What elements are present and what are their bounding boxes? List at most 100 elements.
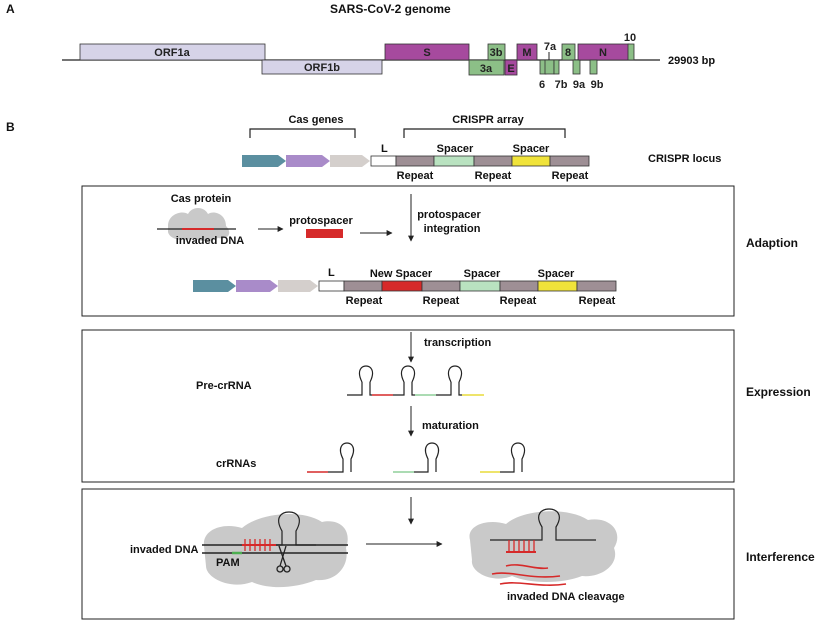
cleavage-label: invaded DNA cleavage: [507, 591, 625, 603]
g3a-label: 3a: [480, 63, 493, 75]
pre-crrna-hairpin-3: [447, 365, 463, 383]
g3a-box: [468, 59, 505, 76]
scissors-icon: [276, 545, 291, 573]
pre-crrna-hairpin-1: [358, 365, 374, 383]
cleaved-fragment-1: [505, 564, 549, 570]
orf1a-box: [79, 43, 266, 61]
interference-stage-label: Interference: [746, 550, 815, 564]
spacer-1: [433, 155, 475, 167]
crrna-1-stem: [328, 442, 355, 473]
expression-box: [81, 329, 735, 483]
integration-label-1: protospacer: [417, 209, 481, 221]
adaption-stage-label: Adaption: [746, 236, 798, 250]
orf1a-label: ORF1a: [154, 47, 190, 59]
g8-box: [561, 43, 576, 61]
panel-a-letter: A: [6, 2, 15, 16]
adapted-repeat-4: [576, 280, 617, 292]
e-box: [504, 59, 518, 76]
adapted-repeat-3-label: Repeat: [500, 295, 537, 307]
pre-crrna-line-3: [393, 382, 405, 396]
adapted-repeat-1: [343, 280, 383, 292]
protospacer-fragment: [306, 229, 343, 238]
cas-gene-3: [330, 155, 370, 167]
crrna-hairpin-right: [490, 508, 596, 541]
adapted-spacer-2-label: Spacer: [538, 268, 575, 280]
interference-invaded-dna-label: invaded DNA: [130, 544, 199, 556]
g7a-label: 7a: [544, 41, 557, 53]
leader: [370, 155, 397, 167]
adaption-box: [81, 185, 735, 317]
m-label: M: [522, 47, 531, 59]
pre-crrna-label: Pre-crRNA: [196, 380, 252, 392]
transcription-label: transcription: [424, 337, 492, 349]
pre-crrna-line-4: [411, 382, 415, 396]
protospacer-label: protospacer: [289, 215, 353, 227]
adapted-cas-gene-3: [278, 280, 318, 292]
g3b-box: [487, 43, 506, 61]
pam-label: PAM: [216, 557, 240, 569]
pre-crrna-line-2: [369, 382, 372, 396]
g9a-box: [572, 59, 581, 75]
adapted-crispr-locus: L New Spacer Spacer Spacer Repeat Repeat…: [193, 267, 617, 307]
cas-gene-1: [242, 155, 286, 167]
adapted-spacer-1: [459, 280, 501, 292]
crrna-hairpin-left: [276, 511, 316, 546]
e-label: E: [507, 63, 514, 75]
g6-label: 6: [539, 79, 545, 91]
pre-crrna-line-5: [436, 382, 452, 396]
crispr-locus-label: CRISPR locus: [648, 153, 721, 165]
repeat-1-label: Repeat: [397, 170, 434, 182]
repeat-1: [395, 155, 435, 167]
crispr-array-bracket: [403, 128, 566, 138]
repeat-3-label: Repeat: [552, 170, 589, 182]
cas-complex-blob-right: [469, 511, 618, 582]
g3b-label: 3b: [490, 47, 503, 59]
pre-crrna: [347, 365, 484, 396]
cleaved-fragment-2: [491, 572, 561, 578]
g7b-label: 7b: [555, 79, 568, 91]
adapted-repeat-1-label: Repeat: [346, 295, 383, 307]
orf1b-label: ORF1b: [304, 62, 340, 74]
adapted-leader: [318, 280, 345, 292]
genome-length-label: 29903 bp: [668, 55, 715, 67]
cas-genes-bracket: [249, 128, 356, 138]
integration-label-2: integration: [424, 223, 481, 235]
cas-gene-2: [286, 155, 330, 167]
crrnas: [307, 442, 526, 473]
genome-map: ORF1a ORF1b S 3a 3b E M 6 7a 7b 8 9a N 9…: [62, 32, 660, 91]
g10-label: 10: [624, 32, 636, 44]
adapted-cas-gene-1: [193, 280, 236, 292]
interference-left: [202, 511, 348, 588]
s-box: [384, 43, 470, 61]
adapted-spacer-2: [537, 280, 578, 292]
g9a-label: 9a: [573, 79, 586, 91]
crrna-3-stem: [500, 442, 526, 473]
g9b-label: 9b: [591, 79, 604, 91]
interference-box: [81, 488, 735, 620]
cas-protein-group: Cas protein invaded DNA: [157, 193, 244, 247]
g10-box: [627, 43, 635, 61]
pre-crrna-line-6: [458, 382, 462, 396]
g7b-box: [553, 59, 560, 75]
genome-title: SARS-CoV-2 genome: [330, 2, 451, 16]
repeat-2-label: Repeat: [475, 170, 512, 182]
repeat-2: [473, 155, 513, 167]
spacer-1-label: Spacer: [437, 143, 474, 155]
g9b-box: [589, 59, 598, 75]
adapted-cas-gene-2: [236, 280, 278, 292]
cas-protein-blob: [168, 208, 230, 241]
base-pair-ticks-right: [508, 540, 535, 552]
cas-genes-label: Cas genes: [288, 114, 343, 126]
adaption-invaded-dna-label: invaded DNA: [176, 235, 245, 247]
interference-right: [469, 508, 618, 586]
m-box: [516, 43, 538, 61]
g8-label: 8: [565, 47, 571, 59]
g7a-box: [544, 59, 555, 75]
spacer-2-label: Spacer: [513, 143, 550, 155]
n-label: N: [599, 47, 607, 59]
maturation-label: maturation: [422, 420, 479, 432]
crrna-2-stem: [414, 442, 440, 473]
cas-protein-label: Cas protein: [171, 193, 232, 205]
pre-crrna-line-1: [347, 382, 363, 396]
